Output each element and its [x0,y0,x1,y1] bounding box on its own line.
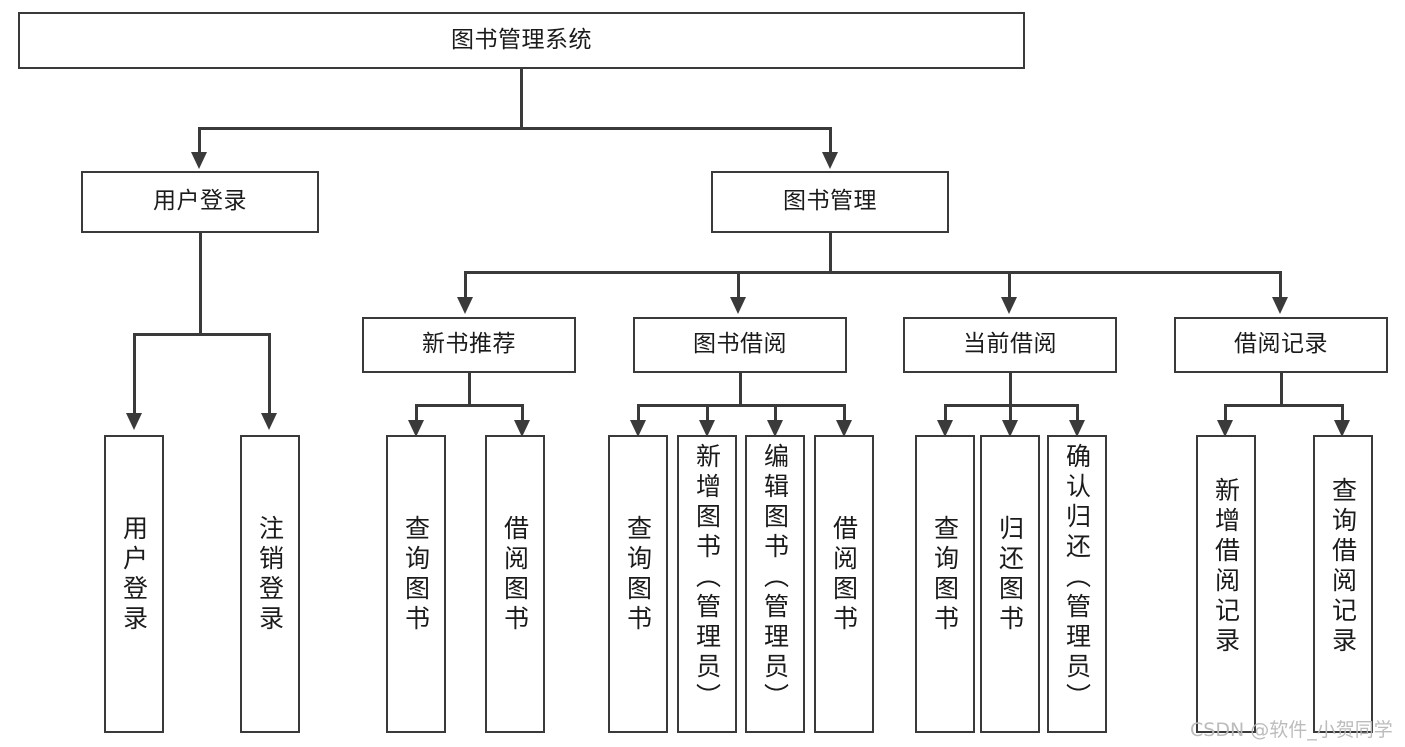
arrow-br-leaf-1 [1217,420,1233,437]
node-label: 新增借阅记录 [1211,477,1241,657]
arrow-to-borrow-record [1272,297,1288,314]
connector-bb-stem [739,373,742,406]
connector-br-drop-1 [1224,404,1227,422]
node-label: 借阅记录 [1234,331,1328,358]
connector-user-login-drop-1 [133,333,136,415]
leaf-borrow-book-recommend[interactable]: 借阅图书 [485,435,545,733]
node-user-login[interactable]: 用户登录 [81,171,319,233]
leaf-query-borrow-record[interactable]: 查询借阅记录 [1313,435,1373,733]
connector-cb-drop-2 [1009,404,1012,422]
node-label: 新书推荐 [422,331,516,358]
arrow-cb-leaf-2 [1002,420,1018,437]
connector-bb-drop-3 [774,404,777,422]
arrow-bb-leaf-4 [836,420,852,437]
connector-br-drop-2 [1341,404,1344,422]
connector-br-stem [1280,373,1283,406]
arrow-cb-leaf-3 [1069,420,1085,437]
arrow-to-new-book-rec [457,297,473,314]
leaf-query-book-recommend[interactable]: 查询图书 [386,435,446,733]
leaf-borrow-book[interactable]: 借阅图书 [814,435,874,733]
arrow-to-current-borrow [1001,297,1017,314]
arrow-to-leaf-logout [261,413,277,430]
leaf-add-book-admin[interactable]: 新增图书（管理员） [677,435,737,733]
arrow-cb-leaf-1 [937,420,953,437]
connector-user-login-stem [199,233,202,334]
connector-user-login-drop-2 [268,333,271,415]
node-label: 新增图书（管理员） [692,443,722,713]
connector-user-login-bus [133,333,268,336]
connector-cb-stem [1009,373,1012,406]
node-current-borrow[interactable]: 当前借阅 [903,317,1117,373]
arrow-to-book-manage [822,152,838,169]
connector-root-stem [520,69,523,128]
node-label: 查询借阅记录 [1328,477,1358,657]
node-book-borrow[interactable]: 图书借阅 [633,317,847,373]
node-label: 查询图书 [401,515,431,635]
csdn-watermark: CSDN @软件_小贺同学 [1190,719,1393,741]
node-label: 图书管理系统 [451,26,592,53]
node-borrow-record[interactable]: 借阅记录 [1174,317,1388,373]
leaf-query-book-current[interactable]: 查询图书 [915,435,975,733]
arrow-to-leaf-user-login [126,413,142,430]
connector-nbr-stem [468,373,471,406]
connector-bm-drop-4 [1279,271,1282,299]
connector-root-drop-left [198,127,201,154]
node-label: 编辑图书（管理员） [760,443,790,713]
arrow-br-leaf-2 [1334,420,1350,437]
connector-bb-bus [637,404,845,407]
leaf-user-login[interactable]: 用户登录 [104,435,164,733]
connector-bb-drop-1 [637,404,640,422]
node-label: 查询图书 [623,515,653,635]
connector-bb-drop-4 [843,404,846,422]
node-label: 借阅图书 [829,515,859,635]
node-label: 用户登录 [153,188,247,215]
leaf-return-book[interactable]: 归还图书 [980,435,1040,733]
connector-nbr-drop-1 [415,404,418,422]
connector-br-bus [1224,404,1342,407]
connector-nbr-bus [415,404,523,407]
connector-bm-drop-1 [464,271,467,299]
arrow-to-book-borrow [730,297,746,314]
leaf-logout[interactable]: 注销登录 [240,435,300,733]
connector-root-drop-right [829,127,832,154]
arrow-bb-leaf-3 [767,420,783,437]
node-new-book-recommend[interactable]: 新书推荐 [362,317,576,373]
connector-cb-drop-1 [944,404,947,422]
node-root-system[interactable]: 图书管理系统 [18,12,1025,69]
arrow-nbr-leaf-2 [514,420,530,437]
leaf-edit-book-admin[interactable]: 编辑图书（管理员） [745,435,805,733]
arrow-nbr-leaf-1 [408,420,424,437]
node-label: 图书借阅 [693,331,787,358]
connector-bb-drop-2 [706,404,709,422]
node-label: 查询图书 [930,515,960,635]
connector-book-manage-bus [464,271,1281,274]
arrow-bb-leaf-1 [630,420,646,437]
node-label: 注销登录 [255,515,285,635]
node-label: 确认归还（管理员） [1062,443,1092,713]
node-label: 借阅图书 [500,515,530,635]
node-label: 当前借阅 [963,331,1057,358]
node-label: 用户登录 [119,515,149,635]
leaf-confirm-return-admin[interactable]: 确认归还（管理员） [1047,435,1107,733]
node-book-management[interactable]: 图书管理 [711,171,949,233]
connector-book-manage-stem [829,233,832,273]
connector-nbr-drop-2 [521,404,524,422]
connector-bm-drop-3 [1008,271,1011,299]
arrow-to-user-login [191,152,207,169]
node-label: 图书管理 [783,188,877,215]
node-label: 归还图书 [995,515,1025,635]
connector-cb-drop-3 [1076,404,1079,422]
leaf-add-borrow-record[interactable]: 新增借阅记录 [1196,435,1256,733]
leaf-query-book-borrow[interactable]: 查询图书 [608,435,668,733]
connector-root-bus [198,127,832,130]
arrow-bb-leaf-2 [699,420,715,437]
connector-bm-drop-2 [737,271,740,299]
